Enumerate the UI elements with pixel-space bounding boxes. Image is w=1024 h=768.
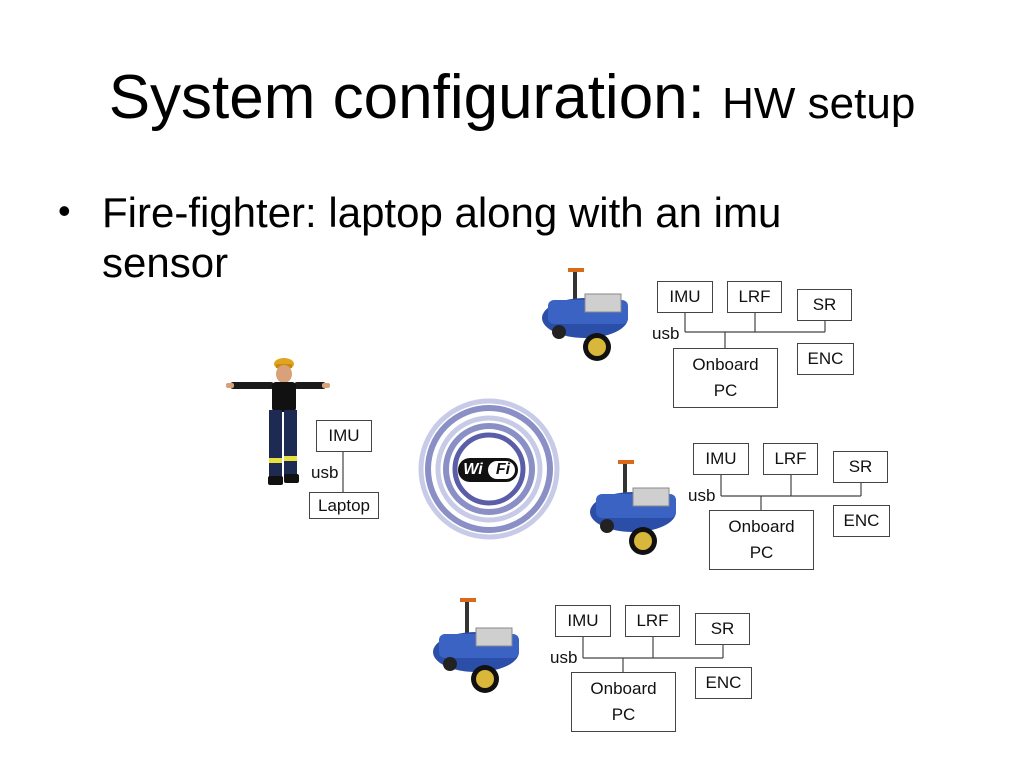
wifi-rings <box>418 398 560 540</box>
robot-1-imu-box: IMU <box>657 281 713 313</box>
robot-2-pc-line1: Onboard <box>728 517 795 536</box>
robot-3-lrf-box: LRF <box>625 605 680 637</box>
robot-1-pc-line1: Onboard <box>692 355 759 374</box>
wifi-icon <box>458 458 518 482</box>
robot-2-graphic <box>590 460 676 555</box>
robot-1-pc-line2: PC <box>713 381 738 400</box>
robot-3-imu-box: IMU <box>555 605 611 637</box>
robot-1-sr-box: SR <box>797 289 852 321</box>
robot-1-usb-label: usb <box>652 324 680 343</box>
wifi-text: Wi Fi <box>458 458 518 482</box>
robot-2-usb-label: usb <box>688 486 716 505</box>
firefighter-usb-label: usb <box>311 463 339 482</box>
robot-2-connectors <box>720 475 862 510</box>
robot-3-sr-box: SR <box>695 613 750 645</box>
robot-1-lrf-box: LRF <box>727 281 782 313</box>
robot-1-graphic <box>542 268 628 361</box>
robot-3-usb-label: usb <box>550 648 578 667</box>
robot-2-lrf-box: LRF <box>763 443 818 475</box>
robot-2-enc-box: ENC <box>833 505 890 537</box>
bullet-text: Fire-fighter: laptop along with an imu s… <box>102 189 782 286</box>
robot-2-sr-box: SR <box>833 451 888 483</box>
title-sub: HW setup <box>722 79 916 128</box>
firefighter-imu-box: IMU <box>316 420 372 452</box>
firefighter-figure <box>226 358 330 485</box>
robot-2-pc-line2: PC <box>749 543 774 562</box>
robot-3-graphic <box>433 598 519 693</box>
robot-3-pc-line2: PC <box>611 705 636 724</box>
robot-3-connectors <box>582 637 724 672</box>
slide-title: System configuration: HW setup <box>0 60 1024 142</box>
robot-3-enc-box: ENC <box>695 667 752 699</box>
robot-2-onboard-pc-box: Onboard PC <box>709 510 814 570</box>
robot-2-imu-box: IMU <box>693 443 749 475</box>
robot-1-enc-box: ENC <box>797 343 854 375</box>
robot-3-onboard-pc-box: Onboard PC <box>571 672 676 732</box>
wifi-text-right: Fi <box>495 461 511 478</box>
robot-1-onboard-pc-box: Onboard PC <box>673 348 778 408</box>
robot-1-connectors <box>684 313 826 348</box>
title-main: System configuration: <box>108 63 705 132</box>
robot-3-pc-line1: Onboard <box>590 679 657 698</box>
wifi-text-left: Wi <box>463 461 483 478</box>
bullet-marker: • <box>58 190 71 231</box>
laptop-box: Laptop <box>309 492 379 519</box>
